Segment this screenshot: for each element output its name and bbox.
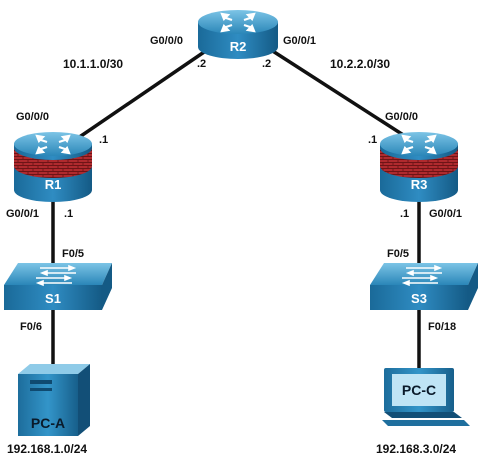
ip-label-r2-left: .2 — [197, 58, 206, 70]
port-label-s1-up: F0/5 — [62, 248, 84, 260]
link-r2-r3 — [266, 46, 410, 140]
ip-label-r3-bottom: .1 — [400, 208, 409, 220]
iface-label-r1-bottom: G0/0/1 — [6, 208, 39, 220]
network-label-r2-r3: 10.2.2.0/30 — [330, 57, 390, 71]
ip-label-r1-top: .1 — [99, 134, 108, 146]
pc-a[interactable]: PC-A — [18, 364, 90, 436]
monitor-screen-icon — [392, 374, 446, 406]
link-r1-r2 — [76, 46, 212, 140]
pc-c[interactable]: PC-C — [382, 368, 470, 426]
router-r1[interactable]: R1 — [14, 132, 92, 202]
iface-label-r3-top: G0/0/0 — [385, 111, 418, 123]
drive-bay-icon — [30, 380, 52, 384]
switch-arrows-icon — [401, 264, 443, 287]
port-label-s3-up: F0/5 — [387, 248, 409, 260]
device-label-r3: R3 — [411, 177, 428, 192]
switch-s3[interactable]: S3 — [370, 263, 478, 310]
device-label-r1: R1 — [45, 177, 62, 192]
ip-label-r2-right: .2 — [262, 58, 271, 70]
switch-arrows-icon — [35, 264, 77, 287]
links — [51, 46, 421, 370]
device-label-pca: PC-A — [31, 415, 65, 431]
port-label-s1-down: F0/6 — [20, 321, 42, 333]
iface-label-r1-top: G0/0/0 — [16, 111, 49, 123]
device-label-s3: S3 — [411, 291, 427, 306]
network-label-r1-r2: 10.1.1.0/30 — [63, 57, 123, 71]
router-arrows-icon — [220, 12, 256, 33]
ip-label-r3-top: .1 — [368, 134, 377, 146]
router-r2[interactable]: R2 — [198, 10, 278, 59]
router-r3[interactable]: R3 — [380, 132, 458, 202]
iface-label-r2-right: G0/0/1 — [283, 35, 316, 47]
port-label-s3-down: F0/18 — [428, 321, 456, 333]
network-label-lan-a: 192.168.1.0/24 — [7, 442, 87, 456]
switch-s1[interactable]: S1 — [4, 263, 112, 310]
ip-label-r1-bottom: .1 — [64, 208, 73, 220]
iface-label-r3-bottom: G0/0/1 — [429, 208, 462, 220]
router-arrows-icon — [401, 134, 437, 155]
device-label-r2: R2 — [230, 39, 247, 54]
drive-bay-icon — [30, 388, 52, 391]
keyboard-icon — [382, 420, 470, 426]
firewall-brick-icon — [380, 148, 458, 178]
iface-label-r2-left: G0/0/0 — [150, 35, 183, 47]
network-label-lan-c: 192.168.3.0/24 — [376, 442, 456, 456]
firewall-brick-icon — [14, 148, 92, 178]
device-label-pcc: PC-C — [402, 382, 436, 398]
router-arrows-icon — [35, 134, 71, 155]
device-label-s1: S1 — [45, 291, 61, 306]
